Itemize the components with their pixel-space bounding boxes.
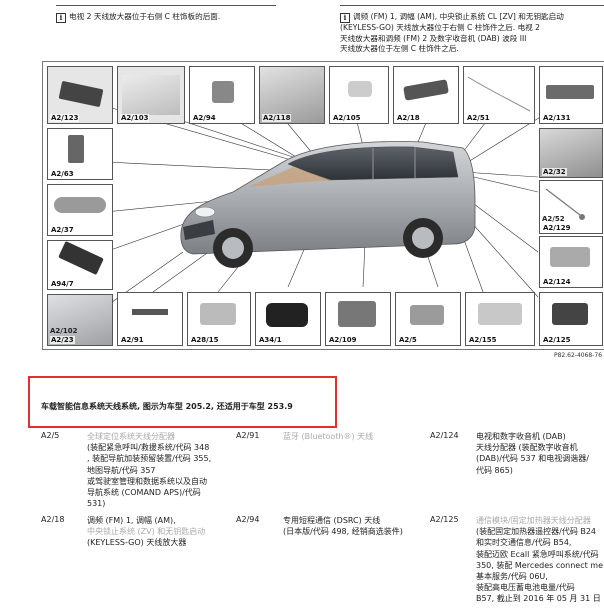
entry-desc: 专用短程通信 (DSRC) 天线 (日本版/代码 498, 经销商选装件): [283, 515, 403, 537]
entry-code: A2/5: [41, 431, 60, 440]
figure-caption: 车载智能信息系统天线系统, 图示为车型 205.2, 还适用于车型 253.9: [41, 402, 293, 411]
thumb-a2-124: A2/124: [539, 236, 603, 288]
entry-line: (装配紧急呼叫/救援系统/代码 348: [87, 443, 210, 453]
entry-code: A2/125: [430, 515, 459, 524]
thumb-a2-118: A2/118: [259, 66, 325, 124]
entry-line: 和实时交通信息/代码 B54,: [476, 538, 572, 548]
caption-highlight-box: [28, 376, 337, 428]
entry-line: (DAB)/代码 537 和电视调谐器/: [476, 454, 589, 464]
entry-line: , 装配导航加装预留装置/代码 355,: [87, 454, 212, 464]
entry-desc: 电视和数字收音机 (DAB) 天线分配器 (装配数字收音机 (DAB)/代码 5…: [476, 431, 589, 476]
entry-line: 电视和数字收音机 (DAB): [476, 432, 566, 441]
entry-desc: 全球定位系统天线分配器 (装配紧急呼叫/救援系统/代码 348 , 装配导航加装…: [87, 431, 211, 509]
entry-line: 通信模块/固定加热器天线分配器: [476, 516, 591, 525]
entry-desc: 通信模块/固定加热器天线分配器 (装配固定加热器遥控器/代码 B24 和实时交通…: [476, 515, 603, 605]
entry-line: (装配固定加热器遥控器/代码 B24: [476, 527, 597, 537]
entry-code: A2/94: [236, 515, 260, 524]
entry-code: A2/91: [236, 431, 260, 440]
label-a2-102: A2/102: [50, 327, 78, 335]
note-text: 天线放大器和调频 (FM) 2 及数字收音机 (DAB) 波段 III: [340, 33, 527, 43]
entry-line: 531): [87, 499, 106, 509]
thumb-a2-94: A2/94: [189, 66, 255, 124]
note-text: 调频 (FM) 1, 调幅 (AM), 中央锁止系统 CL [ZV] 和无钥匙启…: [353, 12, 564, 21]
entry-line: 导航系统 (COMAND APS)/代码: [87, 488, 201, 498]
thumb-a2-52-a2-129: A2/52 A2/129: [539, 180, 603, 234]
header-rule-left: [56, 5, 276, 6]
figure-code: P82.62-4068-76: [554, 352, 603, 359]
antenna-system-figure: A2/123 A2/103 A2/94 A2/118 A2/105 A2/18 …: [42, 61, 604, 350]
entry-line: 代码 865): [476, 465, 513, 475]
thumb-a94-7: A94/7: [47, 240, 113, 290]
entry-line: 蓝牙 (Bluetooth®) 天线: [283, 432, 374, 441]
entry-line: 调频 (FM) 1, 调幅 (AM),: [87, 516, 176, 525]
thumb-a2-32: A2/32: [539, 128, 603, 178]
note-text: (KEYLESS-GO) 天线放大器位于右侧 C 柱饰件之后. 电视 2: [340, 23, 541, 32]
entry-code: A2/18: [41, 515, 65, 524]
entry-line: 350, 装配 Mercedes connect me: [476, 560, 604, 570]
header-rule-right: [340, 5, 604, 6]
thumb-a34-1: A34/1: [255, 292, 321, 346]
entry-line: 中央锁止系统 (ZV) 和无钥匙启动: [87, 527, 206, 537]
thumb-a2-155: A2/155: [465, 292, 535, 346]
thumb-a2-37: A2/37: [47, 184, 113, 236]
label-a2-52: A2/52: [542, 215, 565, 223]
entry-line: (KEYLESS-GO) 天线放大器: [87, 538, 187, 548]
entry-code: A2/124: [430, 431, 459, 440]
thumb-a2-123: A2/123: [47, 66, 113, 124]
entry-desc: 调频 (FM) 1, 调幅 (AM), 中央锁止系统 (ZV) 和无钥匙启动 (…: [87, 515, 205, 549]
thumb-a2-18: A2/18: [393, 66, 459, 124]
car-illustration: [104, 105, 559, 308]
thumb-a2-91: A2/91: [117, 292, 183, 346]
info-icon: i: [56, 13, 66, 23]
thumb-a2-102-a2-23: A2/102 A2/23: [47, 294, 113, 346]
thumb-a2-105: A2/105: [329, 66, 389, 124]
info-icon: i: [340, 13, 350, 23]
thumb-a2-63: A2/63: [47, 128, 113, 180]
entry-line: 装配迈欧 Ecall 紧急呼叫系统/代码: [476, 549, 599, 559]
thumb-a2-5: A2/5: [395, 292, 461, 346]
entry-line: 装配高电压蓄电池电量/代码: [476, 583, 575, 593]
thumb-a28-15: A28/15: [187, 292, 251, 346]
note-text: 电视 2 天线放大器位于右侧 C 柱饰板的后面.: [69, 12, 221, 21]
entry-line: 或驾驶室管理和数据系统以及自动: [87, 476, 207, 486]
thumb-a2-51: A2/51: [463, 66, 535, 124]
thumb-a2-131: A2/131: [539, 66, 603, 124]
thumb-a2-109: A2/109: [325, 292, 391, 346]
entry-line: B57, 截止到 2016 年 05 月 31 日: [476, 594, 601, 604]
car-body: [180, 141, 476, 268]
entry-desc: 蓝牙 (Bluetooth®) 天线: [283, 431, 373, 442]
note-text: 天线放大器位于左侧 C 柱饰件之后.: [340, 44, 459, 53]
entry-line: 地图导航/代码 357: [87, 465, 156, 475]
entry-line: 天线分配器 (装配数字收音机: [476, 443, 578, 453]
entry-line: 专用短程通信 (DSRC) 天线: [283, 516, 381, 525]
thumb-a2-103: A2/103: [117, 66, 185, 124]
entry-line: 基本服务/代码 06U,: [476, 572, 548, 582]
entry-line: 全球定位系统天线分配器: [87, 432, 175, 441]
thumb-a2-125: A2/125: [539, 292, 603, 346]
entry-line: (日本版/代码 498, 经销商选装件): [283, 527, 403, 537]
